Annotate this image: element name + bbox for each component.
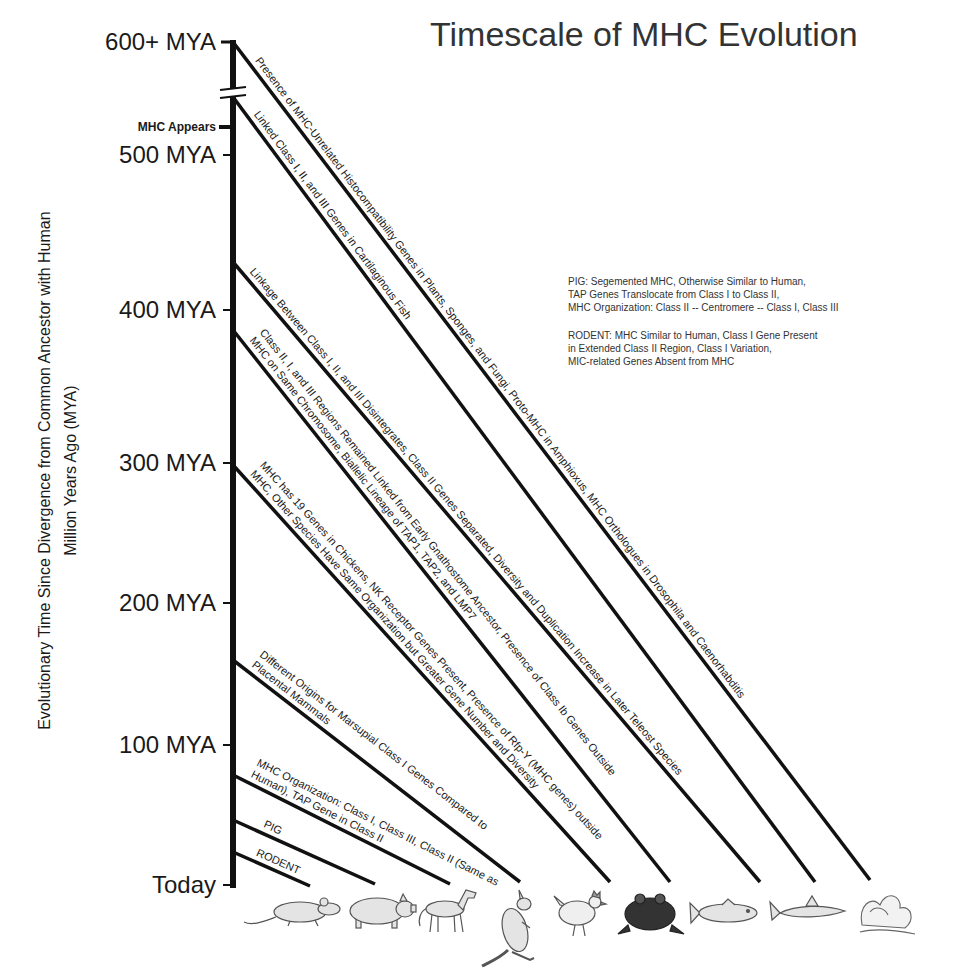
shark-icon-part bbox=[780, 906, 845, 917]
species-note: MHC Organization: Class II -- Centromere… bbox=[568, 302, 839, 314]
rat-icon-part bbox=[244, 917, 276, 924]
pig-icon-part bbox=[400, 894, 407, 901]
species-note: RODENT: MHC Similar to Human, Class I Ge… bbox=[568, 330, 818, 342]
frog-icon-part bbox=[625, 898, 675, 930]
axis-break bbox=[220, 87, 246, 98]
time-axis-part bbox=[219, 125, 233, 129]
horse-icon bbox=[419, 890, 476, 932]
species-note: TAP Genes Translocate from Class I to Cl… bbox=[568, 289, 779, 301]
tick-label: 100 MYA bbox=[119, 731, 216, 760]
chicken-icon-part bbox=[573, 925, 575, 936]
sponge-icon-part bbox=[861, 896, 911, 928]
shark-icon bbox=[770, 896, 845, 920]
time-axis bbox=[219, 40, 233, 888]
time-axis-part bbox=[223, 309, 233, 311]
tick-label: 400 MYA bbox=[119, 296, 216, 325]
fish-icon-part bbox=[699, 904, 757, 922]
kangaroo-icon bbox=[482, 890, 534, 966]
kangaroo-icon-part bbox=[512, 952, 534, 960]
frog-icon bbox=[618, 894, 684, 934]
fish-icon-part bbox=[722, 899, 735, 905]
tick-label: 200 MYA bbox=[119, 589, 216, 618]
axis-title: Million Years Ago (MYA) bbox=[61, 385, 80, 555]
axis-break-part bbox=[220, 87, 246, 90]
chicken-icon-part bbox=[601, 902, 606, 905]
rat-icon-part bbox=[320, 898, 328, 906]
rat-icon bbox=[244, 898, 340, 926]
chart-title: Timescale of MHC Evolution bbox=[430, 14, 858, 55]
event-label: Presence of MHC-Unrelated Histocompatibi… bbox=[252, 55, 748, 701]
chicken-icon-part bbox=[583, 925, 585, 936]
time-axis-part bbox=[223, 462, 233, 464]
tick-label: Today bbox=[152, 871, 216, 900]
event-label: Class II, I, and III Regions Remained Li… bbox=[247, 326, 628, 797]
sponge-icon-part bbox=[870, 908, 888, 915]
rat-icon-part bbox=[315, 920, 318, 926]
time-axis-part bbox=[223, 154, 233, 156]
chicken-icon-part bbox=[592, 891, 600, 898]
frog-icon-part bbox=[655, 894, 665, 904]
tick-label: 600+ MYA bbox=[105, 28, 216, 57]
horse-icon-part bbox=[458, 890, 476, 910]
sponge-icon bbox=[860, 896, 915, 934]
species-note: PIG: Segemented MHC, Otherwise Similar t… bbox=[568, 276, 806, 288]
rat-icon-part bbox=[288, 921, 290, 926]
sponge-icon-part bbox=[860, 930, 915, 934]
time-axis-part bbox=[223, 884, 233, 886]
time-axis-part bbox=[221, 41, 233, 44]
kangaroo-icon-part bbox=[482, 950, 508, 966]
frog-icon-part bbox=[618, 925, 630, 934]
fish-icon-part bbox=[747, 910, 750, 913]
kangaroo-icon-part bbox=[522, 922, 530, 928]
shark-icon-part bbox=[770, 902, 780, 920]
event-label: PIG bbox=[262, 818, 285, 838]
event-label: RODENT bbox=[254, 846, 302, 877]
rat-icon-part bbox=[274, 902, 326, 922]
pig-icon bbox=[350, 894, 416, 928]
kangaroo-icon-part bbox=[519, 890, 523, 899]
time-axis-part bbox=[223, 602, 233, 604]
timeline-line bbox=[233, 42, 870, 880]
horse-icon-part bbox=[454, 914, 455, 932]
species-note: in Extended Class II Region, Class I Var… bbox=[568, 343, 772, 355]
tick-label: 300 MYA bbox=[119, 449, 216, 478]
kangaroo-icon-part bbox=[517, 898, 531, 910]
chicken-icon bbox=[554, 891, 606, 936]
pig-icon-part bbox=[411, 905, 416, 912]
horse-icon-part bbox=[460, 913, 463, 932]
timeline-line bbox=[233, 97, 815, 882]
kangaroo-icon-part bbox=[498, 906, 533, 955]
frog-icon-part bbox=[635, 894, 645, 904]
frog-icon-part bbox=[670, 925, 684, 934]
tick-label: 500 MYA bbox=[119, 141, 216, 170]
time-axis-part bbox=[223, 744, 233, 746]
tick-label: MHC Appears bbox=[138, 120, 216, 134]
shark-icon-part bbox=[806, 896, 818, 906]
horse-icon-part bbox=[430, 914, 432, 932]
fish-icon bbox=[690, 899, 757, 923]
species-note: MIC-related Genes Absent from MHC bbox=[568, 356, 734, 368]
axis-title: Evolutionary Time Since Divergence from … bbox=[35, 211, 54, 729]
